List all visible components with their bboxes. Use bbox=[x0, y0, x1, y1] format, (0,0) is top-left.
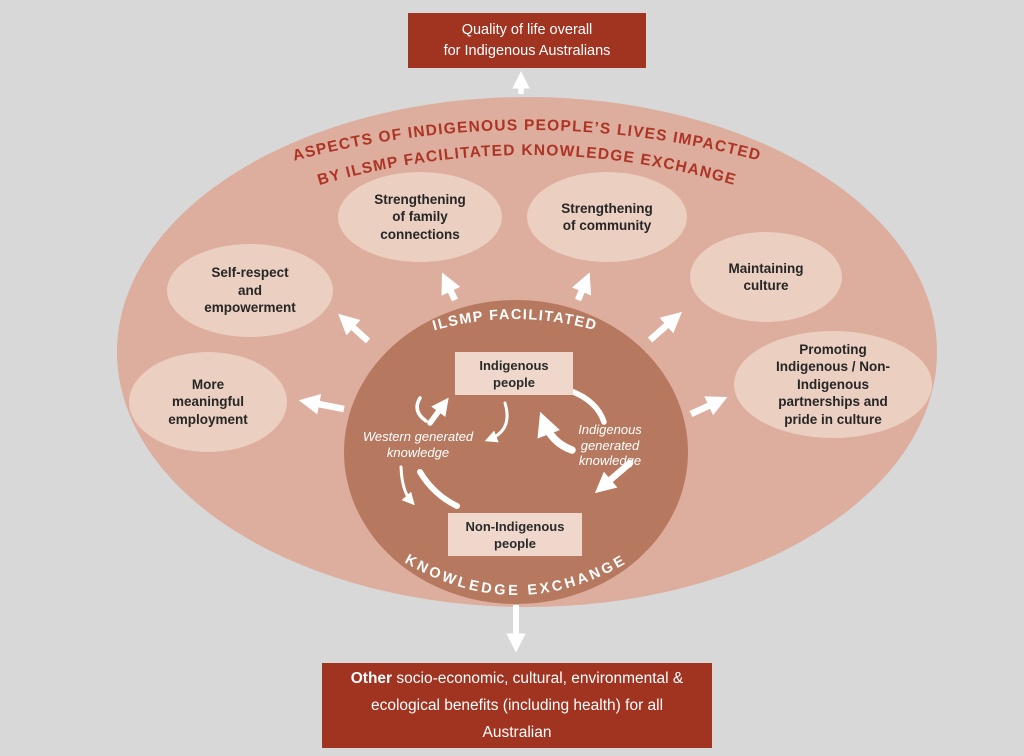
bubble-promoting-line4: partnerships and bbox=[778, 394, 888, 410]
indigenous-people-line2: people bbox=[493, 374, 535, 390]
arrow-to-employment bbox=[298, 393, 345, 415]
arrow-to-self-respect bbox=[338, 313, 371, 344]
other-benefits-line1: Other socio-economic, cultural, environm… bbox=[351, 665, 684, 692]
indigenous-knowledge-line3: knowledge bbox=[578, 453, 642, 468]
quality-of-life-line1: Quality of life overall bbox=[461, 21, 593, 38]
indigenous-people-line1: Indigenous bbox=[479, 357, 549, 373]
bubble-employment-line2: meaningful bbox=[171, 394, 244, 410]
bubble-self-respect: Self-respect and empowerment bbox=[167, 244, 333, 337]
bubble-community: Strengthening of community bbox=[527, 172, 687, 262]
knowledge-cycle-arrows bbox=[399, 388, 634, 509]
arrow-to-community bbox=[571, 272, 592, 302]
other-benefits-line2: ecological benefits (including health) f… bbox=[370, 697, 664, 714]
non-indigenous-people-line2: people bbox=[494, 535, 536, 551]
bubble-self-respect-line2: and bbox=[237, 282, 262, 298]
other-benefits-line1-rest: socio-economic, cultural, environmental … bbox=[392, 670, 684, 687]
arrow-indigenous-label-to-indigenous-box bbox=[537, 411, 576, 454]
cycle-curve-upper-right bbox=[568, 388, 607, 425]
bubble-family-line1: Strengthening bbox=[374, 191, 466, 207]
indigenous-generated-knowledge-label: Indigenous generated knowledge bbox=[554, 422, 666, 469]
bubble-family-line2: of family bbox=[392, 209, 448, 225]
bubble-promoting-line3: Indigenous bbox=[797, 376, 869, 392]
other-benefits-line3: Australian bbox=[482, 724, 552, 741]
indigenous-knowledge-line1: Indigenous bbox=[578, 422, 642, 437]
bubble-community-line1: Strengthening bbox=[561, 200, 653, 216]
indigenous-knowledge-line2: generated bbox=[580, 437, 640, 453]
non-indigenous-people-line1: Non-Indigenous bbox=[465, 518, 565, 534]
bubble-community-line2: of community bbox=[562, 218, 652, 233]
non-indigenous-people-box: Non-Indigenous people bbox=[448, 513, 582, 556]
bubble-employment-line3: employment bbox=[168, 411, 248, 427]
arrow-to-promoting bbox=[689, 396, 728, 417]
arrow-western-label-to-non-indigenous-box bbox=[399, 465, 415, 506]
western-knowledge-line1: Western generated bbox=[362, 429, 474, 444]
bubble-promoting-line1: Promoting bbox=[799, 341, 867, 357]
other-benefits-box: Other socio-economic, cultural, environm… bbox=[322, 663, 712, 748]
bubble-maintaining-culture: Maintaining culture bbox=[690, 232, 842, 322]
quality-of-life-box: Quality of life overall for Indigenous A… bbox=[408, 13, 646, 68]
arrow-western-to-indigenous-box bbox=[427, 397, 449, 426]
cycle-curve-lower-left bbox=[417, 469, 460, 509]
other-benefits-bold-word: Other bbox=[350, 670, 393, 687]
western-knowledge-line2: knowledge bbox=[386, 444, 450, 460]
bubble-promoting-line5: pride in culture bbox=[784, 411, 882, 427]
arrow-to-family bbox=[441, 272, 461, 302]
bubble-maintaining-line2: culture bbox=[743, 278, 789, 293]
bubble-self-respect-line3: empowerment bbox=[204, 300, 296, 316]
arrow-to-maintaining bbox=[647, 311, 683, 343]
bubble-promoting-partnerships: Promoting Indigenous / Non- Indigenous p… bbox=[734, 331, 932, 438]
radiating-arrows bbox=[298, 272, 728, 417]
inner-knowledge-exchange-circle bbox=[344, 300, 688, 604]
indigenous-people-box: Indigenous people bbox=[455, 352, 573, 395]
bubble-family-line3: connections bbox=[380, 226, 460, 242]
arrow-indigenous-box-to-western-label bbox=[484, 401, 509, 443]
bubble-employment-line1: More bbox=[191, 376, 225, 392]
bubble-maintaining-line1: Maintaining bbox=[728, 260, 804, 276]
western-generated-knowledge-label: Western generated knowledge bbox=[352, 429, 484, 460]
arrow-indigenous-label-to-non-indigenous-box bbox=[594, 459, 634, 494]
quality-of-life-line2: for Indigenous Australians bbox=[443, 42, 611, 59]
bubble-promoting-line2: Indigenous / Non- bbox=[776, 359, 890, 375]
bubble-self-respect-line1: Self-respect bbox=[211, 265, 289, 281]
bubble-family-connections: Strengthening of family connections bbox=[338, 172, 502, 262]
bubble-meaningful-employment: More meaningful employment bbox=[129, 352, 287, 452]
cycle-curve-upper-left bbox=[415, 396, 428, 423]
